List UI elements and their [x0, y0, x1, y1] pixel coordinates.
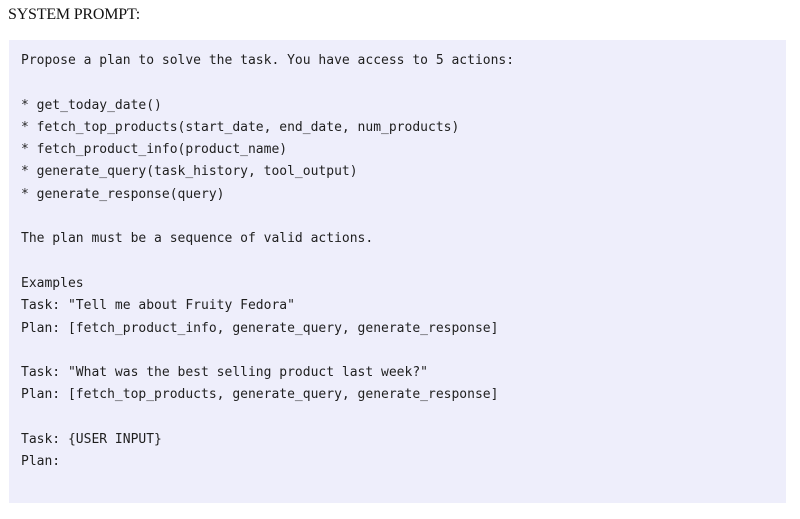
code-line: [21, 206, 514, 228]
code-line: * fetch_product_info(product_name): [21, 142, 288, 158]
code-line: [21, 72, 514, 94]
code-line: * generate_query(task_history, tool_outp…: [21, 164, 358, 180]
code-line: The plan must be a sequence of valid act…: [21, 231, 374, 247]
code-lines: Propose a plan to solve the task. You ha…: [21, 50, 514, 474]
code-line: Task: "Tell me about Fruity Fedora": [21, 298, 295, 314]
code-line: Task: {USER INPUT}: [21, 432, 162, 448]
code-line: [21, 251, 514, 273]
code-line: [21, 407, 514, 429]
code-line: Task: "What was the best selling product…: [21, 365, 428, 381]
code-line: Examples: [21, 275, 84, 291]
code-line: Propose a plan to solve the task. You ha…: [21, 53, 515, 68]
section-heading: SYSTEM PROMPT:: [8, 6, 140, 23]
code-block: Propose a plan to solve the task. You ha…: [9, 40, 786, 503]
code-line: * get_today_date(): [21, 97, 162, 113]
code-line: * generate_response(query): [21, 186, 225, 202]
code-line: [21, 340, 514, 362]
code-line: Plan:: [21, 454, 61, 470]
code-line: * fetch_top_products(start_date, end_dat…: [21, 119, 460, 135]
code-line: Plan: [fetch_product_info, generate_quer…: [21, 320, 499, 336]
code-line: Plan: [fetch_top_products, generate_quer…: [21, 387, 499, 403]
